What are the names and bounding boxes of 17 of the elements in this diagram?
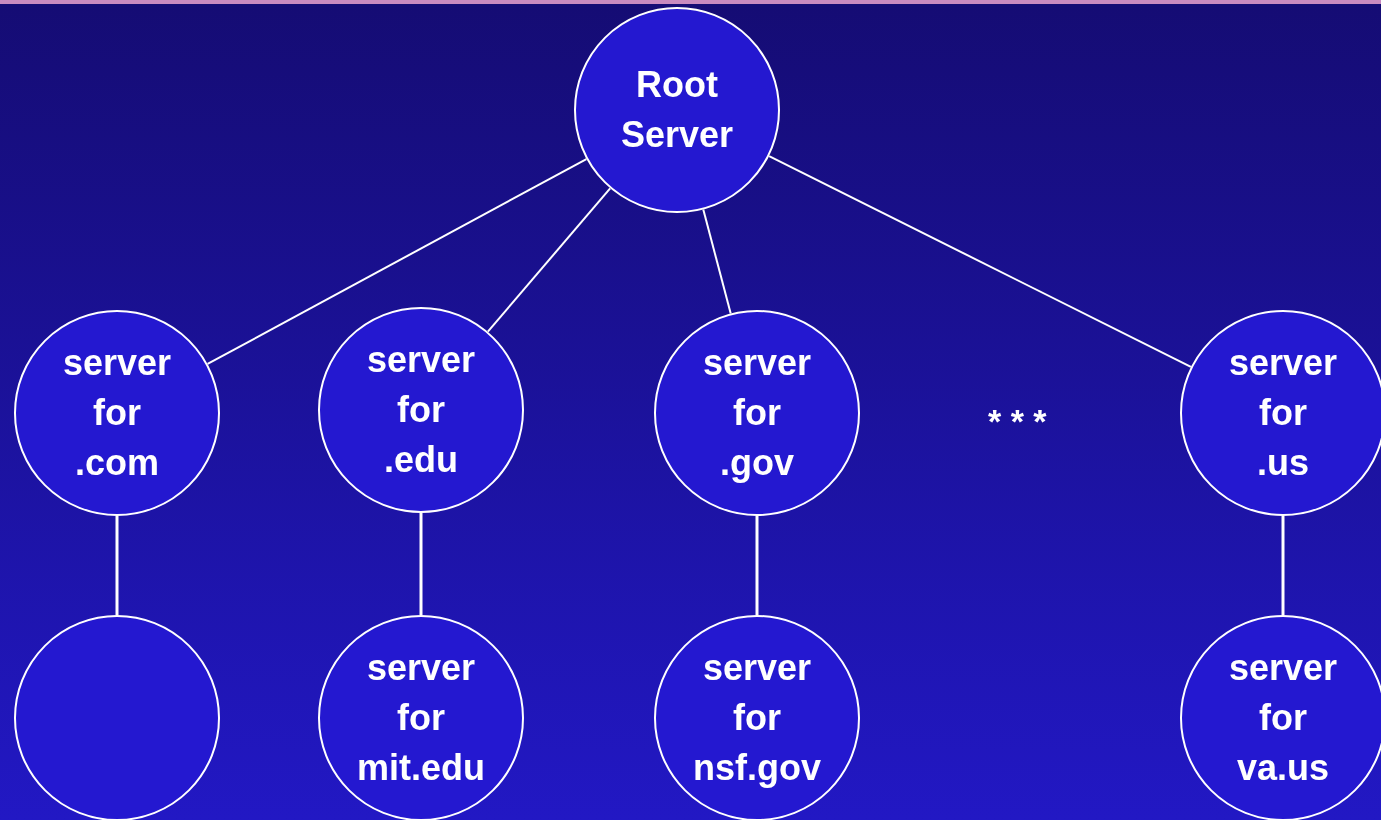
server-label: server for va.us	[1228, 646, 1338, 790]
connector-line	[419, 513, 423, 615]
server-label: server for .edu	[366, 338, 476, 482]
connector-line	[1281, 516, 1285, 615]
connector-line	[486, 187, 612, 333]
server-label: server for mit.edu	[357, 646, 485, 790]
server-label: Root Server	[620, 63, 734, 157]
connector-line	[115, 516, 119, 615]
server-label: server for nsf.gov	[693, 646, 821, 790]
server-label: server for .com	[62, 341, 172, 485]
connector-line	[206, 158, 588, 365]
connector-line	[702, 208, 732, 315]
connector-line	[755, 516, 759, 615]
server-label: server for .gov	[702, 341, 812, 485]
ellipsis-label: * * *	[988, 402, 1047, 441]
server-label: server for .us	[1228, 341, 1338, 485]
connector-line	[768, 155, 1192, 368]
